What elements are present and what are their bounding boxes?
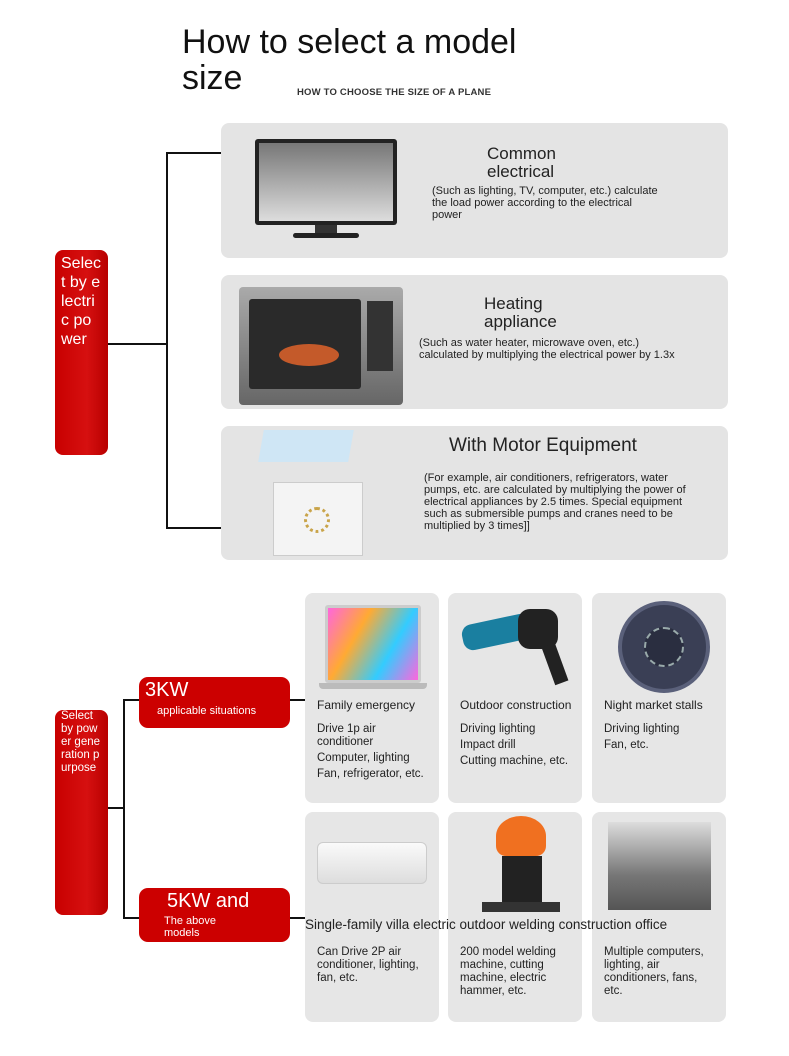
air-conditioner-icon [317,842,427,884]
category-desc: (For example, air conditioners, refriger… [424,472,686,532]
scenario-card: Night market stalls Driving lighting Fan… [592,593,726,803]
card-line: Impact drill [460,739,516,751]
card-line: Multiple computers, lighting, air condit… [604,946,704,997]
cutting-machine-icon [476,816,562,914]
card-label: Outdoor construction [460,698,572,712]
category-title: With Motor Equipment [449,435,637,456]
section1-label: Select by electric power [55,250,108,455]
fan-icon [618,601,710,693]
group-5kw-badge: 5KW and The above models [139,888,290,942]
drill-icon [458,599,569,695]
scenario-card: 200 model welding machine, cutting machi… [448,812,582,1022]
connector [166,527,221,529]
card-line: Drive 1p air conditioner [317,723,376,748]
group-3kw-badge: 3KW applicable situations [139,677,290,728]
card-line: Driving lighting [460,723,536,735]
category-desc: (Such as water heater, microwave oven, e… [419,337,675,361]
card-line: Cutting machine, etc. [460,755,569,767]
chest-freezer-icon [253,430,363,558]
card-label: Family emergency [317,698,416,712]
group-subtitle: The above models [164,915,216,939]
category-card-motor: With Motor Equipment (For example, air c… [221,426,728,560]
connector [123,699,140,701]
scenario-card: Multiple computers, lighting, air condit… [592,812,726,1022]
card-line: Fan, refrigerator, etc. [317,768,424,780]
section2-label: Select by power generation purpose [55,710,108,915]
category-card-common: Common electrical (Such as lighting, TV,… [221,123,728,258]
category-desc: (Such as lighting, TV, computer, etc.) c… [432,185,658,221]
connector [290,699,305,701]
office-icon [608,822,711,910]
scenario-card: Family emergency Drive 1p air conditione… [305,593,439,803]
group-row-label: Single-family villa electric outdoor wel… [305,917,668,932]
card-label: Night market stalls [604,698,703,712]
connector [123,917,140,919]
card-line: Fan, etc. [604,739,649,751]
bracket [123,699,125,919]
category-title: Common electrical [487,144,556,181]
scenario-card: Outdoor construction Driving lighting Im… [448,593,582,803]
connector [290,917,305,919]
tv-icon [255,139,397,239]
page-subtitle: HOW TO CHOOSE THE SIZE OF A PLANE [297,87,492,98]
connector [166,152,221,154]
card-body: Night market stalls Driving lighting Fan… [604,699,718,752]
card-line: Computer, lighting [317,752,410,764]
scenario-card: Can Drive 2P air conditioner, lighting, … [305,812,439,1022]
card-body: 200 model welding machine, cutting machi… [460,946,574,998]
card-line: 200 model welding machine, cutting machi… [460,946,556,997]
card-line: Driving lighting [604,723,680,735]
card-body: Outdoor construction Driving lighting Im… [460,699,574,768]
card-body: Can Drive 2P air conditioner, lighting, … [317,946,431,985]
group-title: 5KW and [167,890,250,912]
laptop-icon [319,605,427,691]
card-body: Multiple computers, lighting, air condit… [604,946,718,998]
bracket [166,152,168,529]
group-title: 3KW [145,679,189,701]
card-line: Can Drive 2P air conditioner, lighting, … [317,946,419,984]
page-title: How to select a model size [182,23,517,97]
group-subtitle: applicable situations [157,705,257,717]
connector [108,807,125,809]
category-card-heating: Heating appliance (Such as water heater,… [221,275,728,409]
connector [108,343,167,345]
category-title: Heating appliance [484,294,557,331]
card-body: Family emergency Drive 1p air conditione… [317,699,431,781]
microwave-icon [239,287,403,405]
